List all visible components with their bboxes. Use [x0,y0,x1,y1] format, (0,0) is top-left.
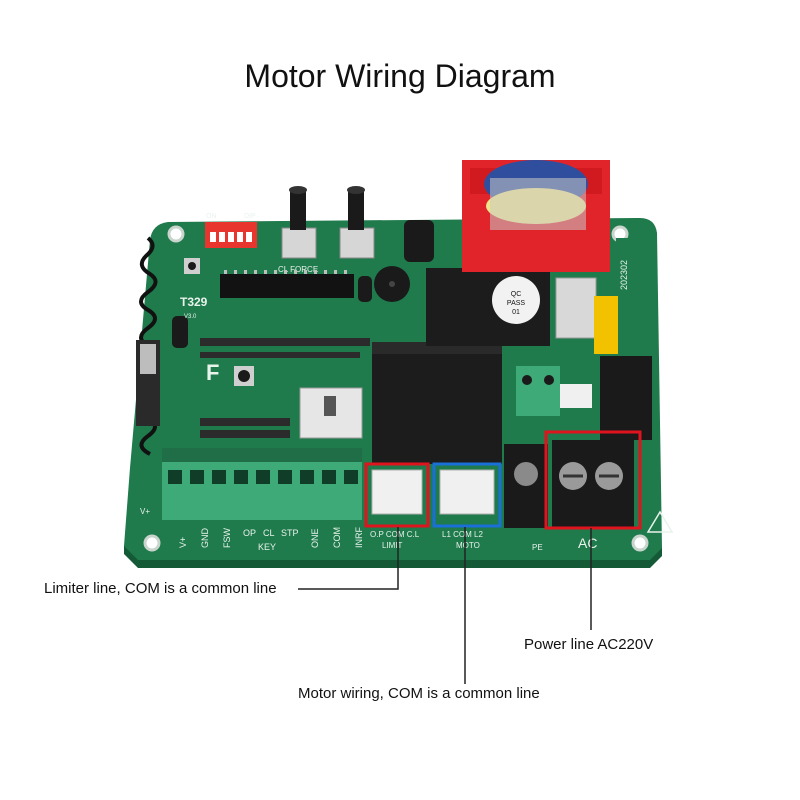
limiter-leader [298,527,399,590]
terminal-label: V+ [178,537,188,548]
mount-hole [631,534,649,552]
dip-label: DIP [244,213,256,220]
small-terminal [516,366,560,416]
heatsink [555,277,597,339]
ic-chip [220,274,354,298]
board-model: T329 [180,295,208,309]
warning-icon [646,510,674,533]
terminal-label: COM [332,527,342,548]
moto-pins-label: L1 COM L2 [442,530,483,539]
side-v-label: V+ [140,507,150,516]
moto-group-label: MOTO [456,541,480,550]
relay-stamp-1: QC [511,291,522,298]
pcb-edge [124,546,662,568]
terminal-label: OP [243,528,256,538]
date-code: 202302 [619,260,629,290]
yellow-capacitor [594,296,618,354]
capacitor [172,316,188,348]
potentiometer [281,227,317,259]
terminal-label: STP [281,528,299,538]
limit-pins-label: O.P COM C.L [370,530,420,539]
fuse-holder [600,356,652,440]
force-label: CL FORCE [278,265,318,274]
page-title: Motor Wiring Diagram [244,58,556,94]
relay [372,342,502,464]
terminal-label: ONE [310,528,320,548]
terminal-labels: V+ GND FSW OP CL STP ONE COM INRF [178,527,364,548]
relay-stamp-3: 01 [512,309,520,316]
moto-highlight [432,462,502,528]
ac-label: AC [578,535,597,551]
board-letter: F [206,360,219,385]
mount-hole [143,534,161,552]
dip-on-label: ON [206,213,217,220]
board-version: V3.0 [184,314,197,320]
pe-label: PE [532,543,543,552]
capacitor [404,220,434,262]
terminal-label: INRF [354,527,364,548]
motor-annotation: Motor wiring, COM is a common line [298,685,540,702]
key-group-label: KEY [258,542,276,552]
mount-hole [167,225,185,243]
power-highlight [544,430,642,530]
capacitor [358,276,372,302]
terminal-label: FSW [222,527,232,548]
power-annotation: Power line AC220V [524,636,654,653]
relay-stamp-2: PASS [507,300,525,307]
limiter-annotation: Limiter line, COM is a common line [44,580,277,597]
limit-group-label: LIMIT [382,541,403,550]
limit-highlight [364,462,430,528]
limit-connector [371,469,423,515]
moto-connector [439,469,495,515]
terminal-label: CL [263,528,275,538]
terminal-label: GND [200,528,210,549]
potentiometer [339,227,375,259]
